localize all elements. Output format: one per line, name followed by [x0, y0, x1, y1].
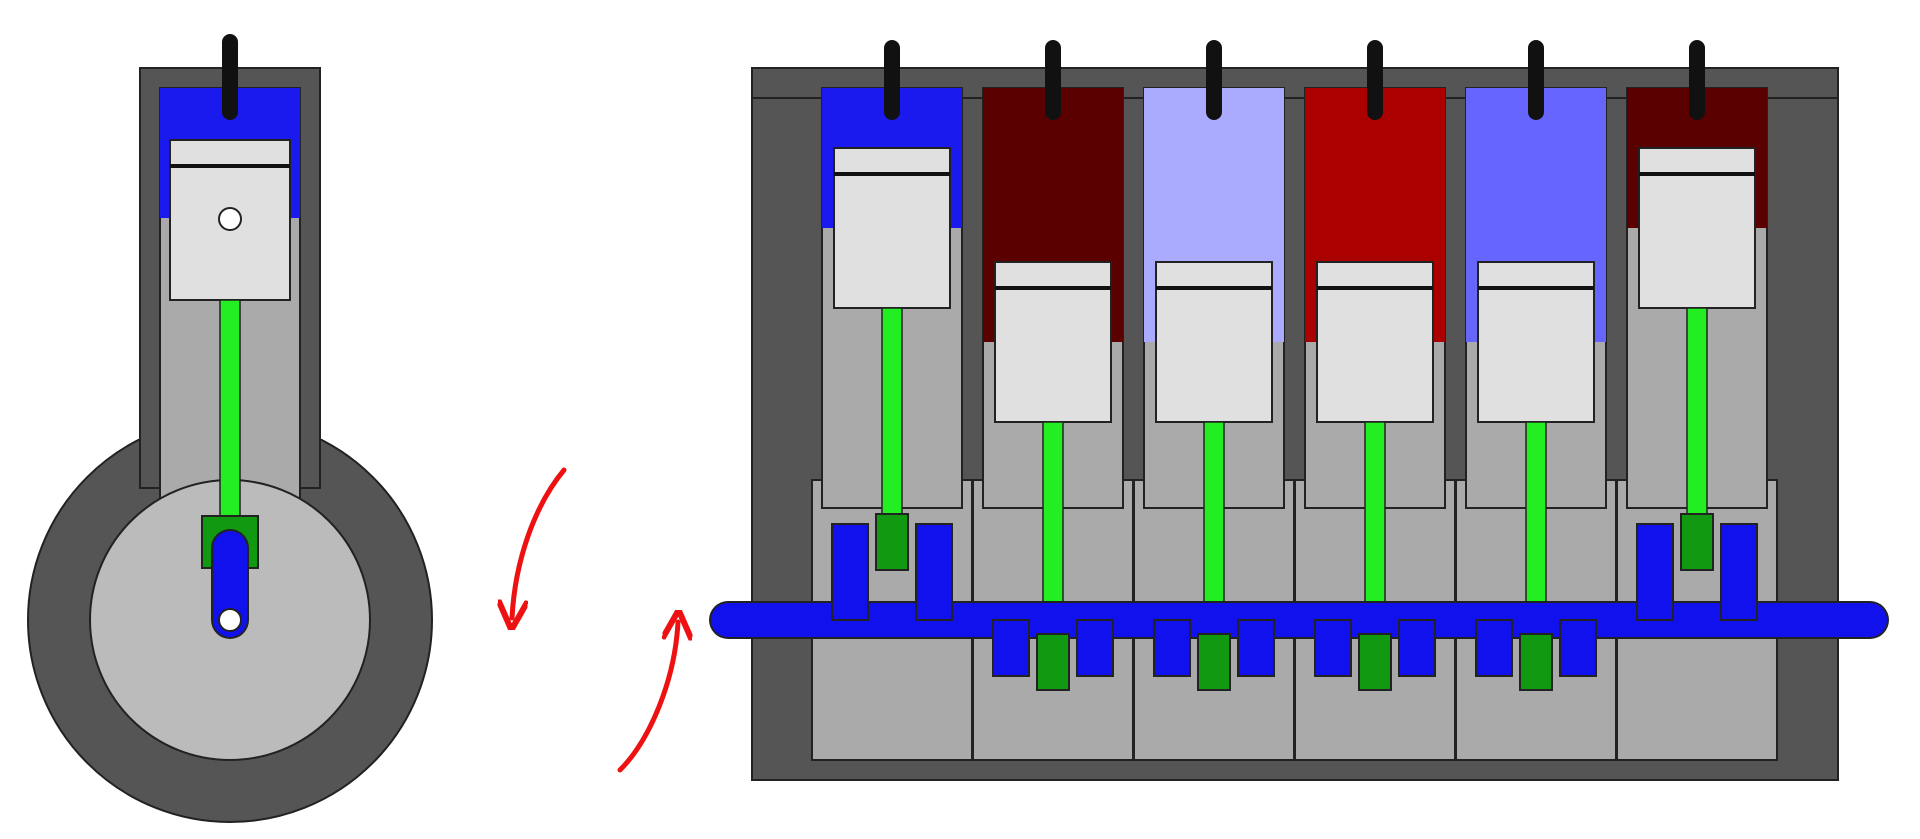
cylinder-1-throw [831, 513, 953, 621]
crank-web-right [1076, 619, 1114, 677]
rod-bearing [1358, 633, 1392, 691]
rotation-arrow-top [512, 467, 567, 618]
crank-web-left [1153, 619, 1191, 677]
inline-six-engine [709, 40, 1889, 781]
cylinder-6 [1616, 40, 1778, 761]
side-view-single-cylinder [27, 34, 433, 823]
rod-bearing [1680, 513, 1714, 571]
rod-bearing [1197, 633, 1231, 691]
side-piston-pin [218, 207, 242, 231]
rod-bearing [1036, 633, 1070, 691]
crank-web-right [1559, 619, 1597, 677]
side-connecting-rod [219, 299, 241, 517]
crank-web-left [1636, 523, 1674, 621]
cylinder-4 [1294, 40, 1456, 761]
cylinder-5-throw [1475, 619, 1597, 691]
side-crank-pin [218, 608, 242, 632]
cylinder-3-throw [1153, 619, 1275, 691]
crank-web-left [1475, 619, 1513, 677]
crankshaft [709, 513, 1889, 691]
rotation-arrow-bottom [617, 622, 678, 773]
cylinder-4-throw [1314, 619, 1436, 691]
connecting-rod [881, 307, 903, 515]
crank-web-left [1314, 619, 1352, 677]
rotation-arrows [512, 467, 678, 773]
crank-web-right [1720, 523, 1758, 621]
crank-web-right [915, 523, 953, 621]
cylinder-1 [811, 40, 973, 761]
crank-web-right [1237, 619, 1275, 677]
rod-bearing [875, 513, 909, 571]
cylinder-6-throw [1636, 513, 1758, 621]
connecting-rod [1686, 307, 1708, 515]
crank-web-right [1398, 619, 1436, 677]
crank-web-left [831, 523, 869, 621]
crank-web-left [992, 619, 1030, 677]
cylinder-2-throw [992, 619, 1114, 691]
rod-bearing [1519, 633, 1553, 691]
